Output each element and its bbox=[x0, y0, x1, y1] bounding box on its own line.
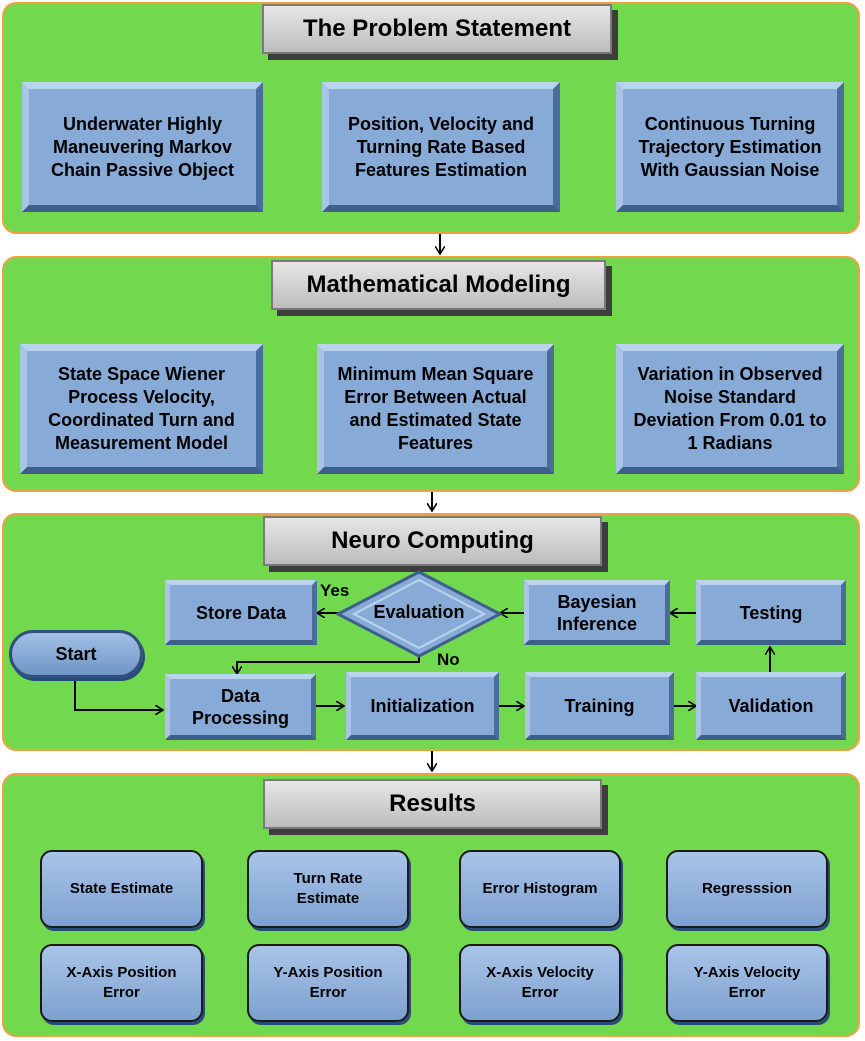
validation-box: Validation bbox=[696, 672, 846, 740]
modeling-box-state-space: State Space Wiener Process Velocity, Coo… bbox=[20, 344, 263, 474]
arrow-evaluation-no-to-data-processing bbox=[237, 655, 420, 674]
result-turn-rate-estimate: Turn Rate Estimate bbox=[247, 850, 409, 928]
evaluation-label: Evaluation bbox=[373, 602, 465, 622]
testing-box: Testing bbox=[696, 580, 846, 645]
no-label: No bbox=[437, 650, 460, 669]
result-y-axis-position-error: Y-Axis Position Error bbox=[247, 944, 409, 1022]
problem-box-turning-trajectory: Continuous Turning Trajectory Estimation… bbox=[616, 82, 844, 212]
problem-box-features-estimation: Position, Velocity and Turning Rate Base… bbox=[322, 82, 560, 212]
training-box: Training bbox=[525, 672, 674, 740]
yes-label: Yes bbox=[320, 581, 350, 600]
result-state-estimate: State Estimate bbox=[40, 850, 203, 928]
mathematical-modeling-title: Mathematical Modeling bbox=[271, 260, 606, 310]
bayesian-inference-box: Bayesian Inference bbox=[524, 580, 670, 645]
result-x-axis-position-error: X-Axis Position Error bbox=[40, 944, 203, 1022]
arrow-start-to-data-processing bbox=[74, 678, 163, 710]
problem-statement-title: The Problem Statement bbox=[262, 4, 612, 54]
result-y-axis-velocity-error: Y-Axis Velocity Error bbox=[666, 944, 828, 1022]
start-terminal: Start bbox=[9, 630, 143, 678]
results-title: Results bbox=[263, 779, 602, 829]
result-regression: Regresssion bbox=[666, 850, 828, 928]
initialization-box: Initialization bbox=[346, 672, 499, 740]
evaluation-diamond-shape bbox=[336, 570, 502, 658]
result-x-axis-velocity-error: X-Axis Velocity Error bbox=[459, 944, 621, 1022]
modeling-box-noise-variation: Variation in Observed Noise Standard Dev… bbox=[616, 344, 844, 474]
neuro-computing-title: Neuro Computing bbox=[263, 516, 602, 566]
result-error-histogram: Error Histogram bbox=[459, 850, 621, 928]
data-processing-box: Data Processing bbox=[165, 674, 316, 740]
problem-box-underwater-object: Underwater Highly Maneuvering Markov Cha… bbox=[22, 82, 263, 212]
store-data-box: Store Data bbox=[165, 580, 317, 645]
modeling-box-mmse: Minimum Mean Square Error Between Actual… bbox=[317, 344, 554, 474]
